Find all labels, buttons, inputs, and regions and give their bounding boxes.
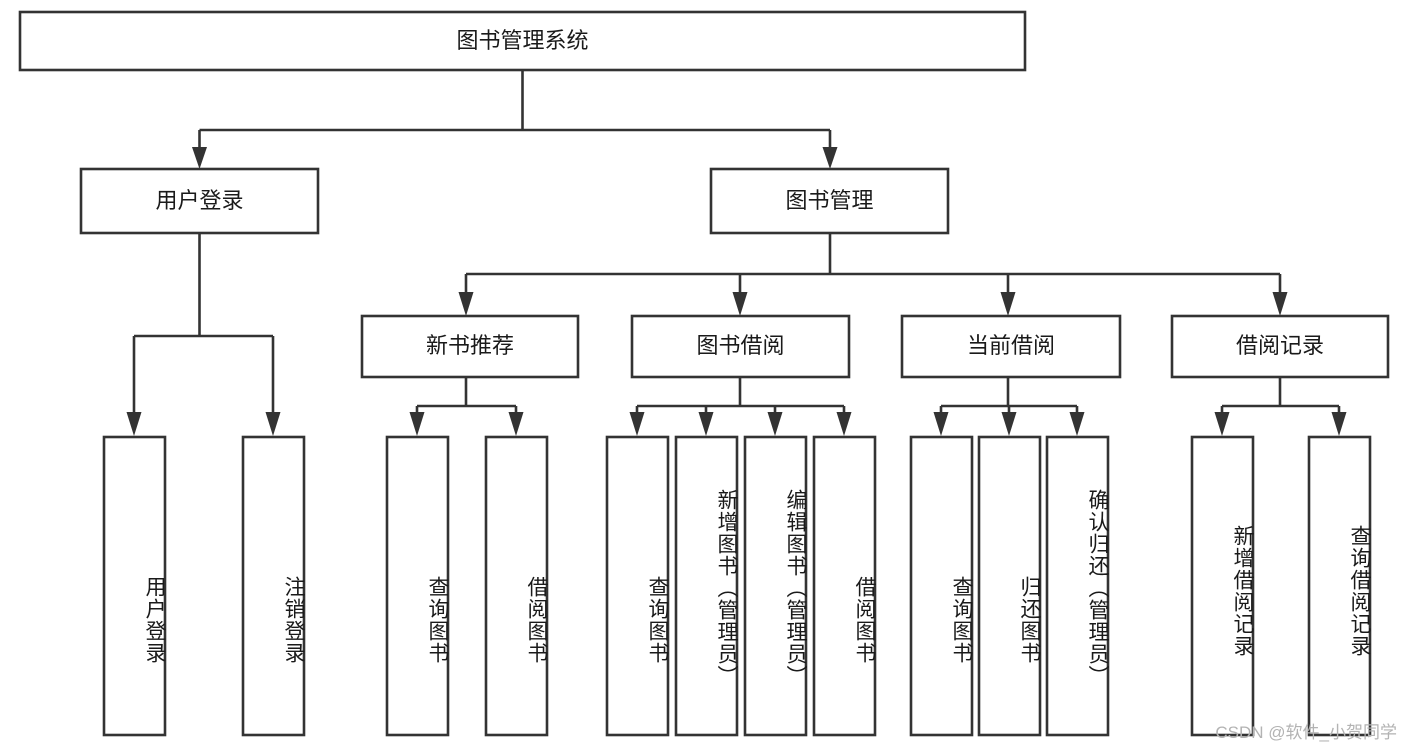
arrow-bookborrow-leaf-4 — [836, 412, 852, 436]
arrow-bookmgmt-child-2 — [732, 292, 748, 316]
arrow-bookmgmt-child-4 — [1272, 292, 1288, 316]
arrow-currentborrow-leaf-2 — [1001, 412, 1017, 436]
csdn-watermark: CSDN @软件_小贺同学 — [1215, 723, 1397, 742]
node-leaf-return-book-box[interactable] — [977, 435, 1042, 737]
arrow-bookborrow-leaf-1 — [629, 412, 645, 436]
arrow-bookmgmt-child-1 — [458, 292, 474, 316]
arrow-borrowrecord-leaf-2 — [1331, 412, 1347, 436]
node-leaf-add-borrow-record-box[interactable] — [1190, 435, 1255, 737]
node-current-borrow-label: 当前借阅 — [967, 333, 1055, 358]
arrow-root-to-bookmgmt — [822, 147, 838, 169]
arrow-currentborrow-leaf-1 — [933, 412, 949, 436]
node-leaf-query-book-3-box[interactable] — [909, 435, 974, 737]
arrow-bookborrow-leaf-2 — [698, 412, 714, 436]
arrow-currentborrow-leaf-3 — [1069, 412, 1085, 436]
node-new-book-recommend-label: 新书推荐 — [426, 333, 514, 358]
node-book-management-box[interactable] — [709, 167, 950, 235]
node-leaf-user-login-box[interactable] — [102, 435, 167, 737]
nodes-layer: 图书管理系统 用户登录 图书管理 新书推荐 图书借阅 当前借阅 借阅记录 — [18, 10, 1390, 737]
node-book-borrow-label: 图书借阅 — [696, 333, 784, 358]
node-book-management-label: 图书管理 — [785, 188, 873, 213]
node-current-borrow-box[interactable] — [900, 314, 1122, 379]
node-leaf-borrow-book-1-box[interactable] — [484, 435, 549, 737]
connectors-layer — [126, 70, 1347, 436]
arrow-newbook-leaf-1 — [409, 412, 425, 436]
arrow-userlogin-leaf-1 — [126, 412, 142, 436]
arrow-bookborrow-leaf-3 — [767, 412, 783, 436]
node-root-box[interactable] — [18, 10, 1027, 72]
node-leaf-edit-book-box[interactable] — [743, 435, 808, 737]
node-user-login-label: 用户登录 — [155, 188, 243, 213]
node-leaf-user-logout-box[interactable] — [241, 435, 306, 737]
node-borrow-record-label: 借阅记录 — [1236, 333, 1324, 358]
node-user-login-box[interactable] — [79, 167, 320, 235]
node-leaf-query-book-1-box[interactable] — [385, 435, 450, 737]
node-book-borrow-box[interactable] — [630, 314, 851, 379]
node-leaf-borrow-book-2-box[interactable] — [812, 435, 877, 737]
arrow-newbook-leaf-2 — [508, 412, 524, 436]
node-new-book-recommend-box[interactable] — [360, 314, 580, 379]
arrow-bookmgmt-child-3 — [1000, 292, 1016, 316]
node-leaf-query-borrow-record-box[interactable] — [1307, 435, 1372, 737]
node-leaf-confirm-return-box[interactable] — [1045, 435, 1110, 737]
node-borrow-record-box[interactable] — [1170, 314, 1390, 379]
node-leaf-query-book-2-box[interactable] — [605, 435, 670, 737]
node-leaf-add-book-box[interactable] — [674, 435, 739, 737]
node-root-label: 图书管理系统 — [456, 28, 588, 53]
arrow-userlogin-leaf-2 — [265, 412, 281, 436]
arrow-root-to-userlogin — [192, 147, 207, 169]
arrow-borrowrecord-leaf-1 — [1214, 412, 1230, 436]
